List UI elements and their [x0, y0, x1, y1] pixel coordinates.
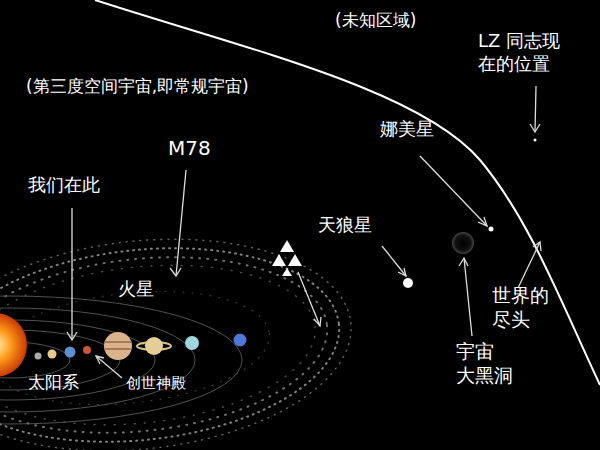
lz-dot [534, 139, 537, 142]
map-label: 太阳系 [28, 372, 79, 393]
world-edge [95, 0, 600, 385]
namek-star [489, 227, 494, 232]
map-label: 宇宙 大黑洞 [456, 340, 515, 388]
black-hole [452, 232, 474, 254]
map-label: (第三度空间宇宙,即常规宇宙) [26, 76, 249, 97]
map-label: 天狼星 [318, 214, 372, 237]
dust-band [0, 219, 362, 450]
orbits [0, 296, 242, 424]
map-label: 火星 [118, 278, 154, 301]
map-label: 我们在此 [28, 174, 100, 197]
leader-lines [67, 86, 541, 378]
sirius-star [403, 278, 413, 288]
sun [0, 313, 27, 377]
map-label: 世界的 尽头 [492, 284, 551, 332]
map-label: (未知区域) [335, 10, 416, 31]
triforce-symbol [272, 240, 302, 276]
map-label: M78 [168, 136, 211, 161]
planets [35, 332, 247, 360]
map-label: LZ 同志现 在的位置 [478, 30, 561, 75]
map-label: 娜美星 [380, 118, 434, 141]
map-label: 创世神殿 [126, 374, 186, 393]
